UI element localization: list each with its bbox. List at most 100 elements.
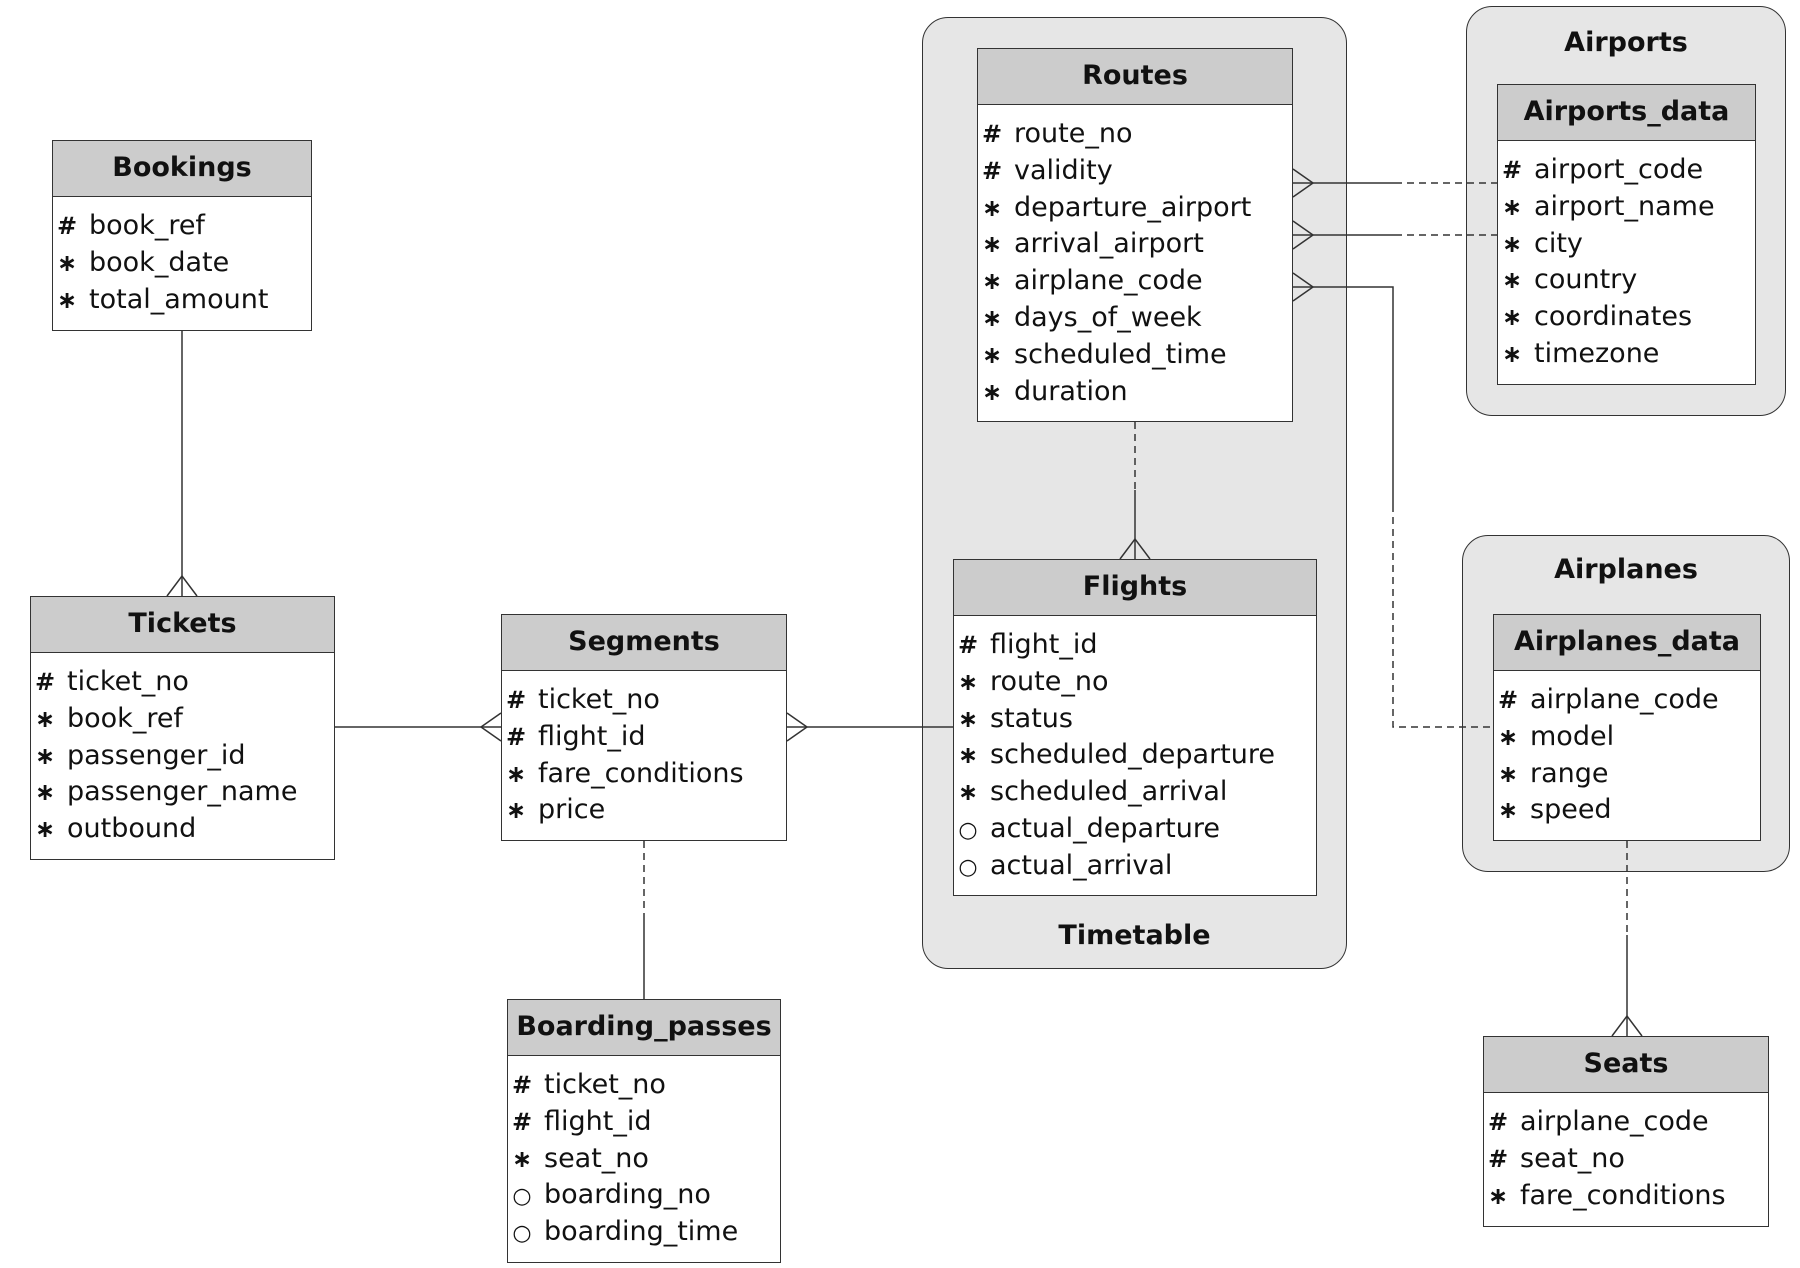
attribute-name: route_no xyxy=(1014,118,1133,149)
attribute-row: ∗ price xyxy=(502,792,786,829)
attribute-name: seat_no xyxy=(1520,1142,1625,1174)
attribute-row: ∗airplane_code xyxy=(978,263,1292,300)
rel-routes-departure-airport xyxy=(1292,168,1497,198)
attribute-name: total_amount xyxy=(89,283,269,315)
entity-airports-data-attributes: #airport_code∗airport_name∗city∗country∗… xyxy=(1498,141,1755,373)
attribute-name: timezone xyxy=(1534,337,1660,369)
mandatory-attribute-icon: ∗ xyxy=(1501,303,1523,332)
mandatory-attribute-icon: ∗ xyxy=(1501,229,1523,258)
attribute-name: model xyxy=(1530,720,1615,752)
attribute-name: book_ref xyxy=(67,702,183,734)
rel-routes-arrival-airport xyxy=(1292,220,1497,250)
attribute-row: #airplane_code xyxy=(1494,682,1760,719)
entity-bookings-title: Bookings xyxy=(53,141,311,197)
attribute-row: ∗book_ref xyxy=(31,701,334,738)
attribute-name: passenger_name xyxy=(67,776,298,808)
attribute-row: ∗ arrival_airport xyxy=(978,226,1292,263)
primary-key-icon: # xyxy=(1501,156,1523,184)
attribute-name: ticket_no xyxy=(544,1069,666,1100)
optional-attribute-icon: ○ xyxy=(512,1184,532,1210)
attribute-name: actual_arrival xyxy=(990,849,1173,881)
entity-segments: Segments #ticket_no#flight_id∗fare_condi… xyxy=(501,614,787,841)
primary-key-icon: # xyxy=(56,212,78,240)
attribute-name: boarding_no xyxy=(544,1179,711,1211)
attribute-name: departure_airport xyxy=(1014,191,1252,223)
mandatory-attribute-icon: ∗ xyxy=(1497,759,1519,788)
attribute-name: ticket_no xyxy=(538,684,660,715)
attribute-row: # seat_no xyxy=(1484,1141,1768,1178)
attribute-name: arrival_airport xyxy=(1014,228,1204,260)
primary-key-icon: # xyxy=(34,668,56,696)
attribute-row: #flight_id xyxy=(954,627,1316,664)
attribute-row: ∗route_no xyxy=(954,664,1316,701)
attribute-row: ∗passenger_id xyxy=(31,738,334,775)
entity-airplanes-data-attributes: #airplane_code∗model∗range∗speed xyxy=(1494,671,1760,829)
entity-tickets-attributes: #ticket_no∗book_ref∗passenger_id∗passeng… xyxy=(31,653,334,848)
attribute-row: ∗country xyxy=(1498,262,1755,299)
mandatory-attribute-icon: ∗ xyxy=(1497,796,1519,825)
attribute-row: ∗ total_amount xyxy=(53,282,311,319)
mandatory-attribute-icon: ∗ xyxy=(34,815,56,844)
primary-key-icon: # xyxy=(981,156,1003,185)
entity-tickets: Tickets #ticket_no∗book_ref∗passenger_id… xyxy=(30,596,335,860)
mandatory-attribute-icon: ∗ xyxy=(505,796,527,825)
attribute-row: ∗scheduled_time xyxy=(978,337,1292,374)
attribute-row: # airplane_code xyxy=(1484,1104,1768,1141)
attribute-row: ∗ outbound xyxy=(31,811,334,848)
attribute-name: country xyxy=(1534,264,1638,296)
attribute-name: fare_conditions xyxy=(1520,1179,1726,1211)
entity-routes-attributes: #route_no#validity∗departure_airport∗arr… xyxy=(978,105,1292,410)
entity-airplanes-data-title: Airplanes_data xyxy=(1494,615,1760,671)
attribute-row: #route_no xyxy=(978,116,1292,153)
attribute-row: ∗fare_conditions xyxy=(502,756,786,793)
attribute-name: passenger_id xyxy=(67,739,246,771)
attribute-name: scheduled_departure xyxy=(990,739,1275,771)
attribute-name: airplane_code xyxy=(1530,684,1719,715)
attribute-name: ticket_no xyxy=(67,666,189,697)
mandatory-attribute-icon: ∗ xyxy=(1487,1181,1509,1210)
attribute-name: scheduled_arrival xyxy=(990,776,1228,808)
entity-seats-attributes: # airplane_code # seat_no ∗ fare_conditions xyxy=(1484,1093,1768,1214)
attribute-name: city xyxy=(1534,227,1583,259)
entity-boarding-passes-title: Boarding_passes xyxy=(508,1000,780,1056)
attribute-name: flight_id xyxy=(990,629,1098,660)
primary-key-icon: # xyxy=(1487,1144,1509,1173)
attribute-row: ∗status xyxy=(954,701,1316,738)
attribute-name: airplane_code xyxy=(1520,1106,1709,1137)
mandatory-attribute-icon: ∗ xyxy=(981,303,1003,332)
entity-airplanes-data: Airplanes_data #airplane_code∗model∗rang… xyxy=(1493,614,1761,841)
rel-segments-flights xyxy=(786,712,953,742)
mandatory-attribute-icon: ∗ xyxy=(957,704,979,733)
attribute-name: airport_name xyxy=(1534,190,1715,222)
attribute-row: ∗ scheduled_departure xyxy=(954,737,1316,774)
attribute-row: ∗seat_no xyxy=(508,1141,780,1178)
entity-airports-data: Airports_data #airport_code∗airport_name… xyxy=(1497,84,1756,385)
entity-flights-attributes: #flight_id∗route_no∗status∗scheduled_dep… xyxy=(954,616,1316,885)
attribute-row: ○actual_departure xyxy=(954,811,1316,848)
rel-airplanes-seats xyxy=(1611,841,1643,1037)
mandatory-attribute-icon: ∗ xyxy=(505,759,527,788)
mandatory-attribute-icon: ∗ xyxy=(957,741,979,770)
primary-key-icon: # xyxy=(1487,1108,1509,1136)
entity-routes: Routes #route_no#validity∗departure_airp… xyxy=(977,48,1293,422)
attribute-row: ○ boarding_no xyxy=(508,1177,780,1214)
mandatory-attribute-icon: ∗ xyxy=(56,285,78,314)
mandatory-attribute-icon: ∗ xyxy=(957,778,979,807)
mandatory-attribute-icon: ∗ xyxy=(511,1144,533,1173)
primary-key-icon: # xyxy=(511,1107,533,1136)
attribute-row: #flight_id xyxy=(502,719,786,756)
attribute-name: flight_id xyxy=(544,1105,652,1137)
attribute-name: book_ref xyxy=(89,210,205,241)
rel-bookings-tickets xyxy=(166,331,198,597)
mandatory-attribute-icon: ∗ xyxy=(981,230,1003,259)
primary-key-icon: # xyxy=(505,722,527,751)
attribute-row: ∗ scheduled_arrival xyxy=(954,774,1316,811)
attribute-name: price xyxy=(538,794,606,826)
attribute-row: ○ actual_arrival xyxy=(954,848,1316,885)
rel-routes-flights xyxy=(1119,422,1151,560)
optional-attribute-icon: ○ xyxy=(958,854,978,880)
attribute-name: outbound xyxy=(67,813,197,845)
entity-flights-title: Flights xyxy=(954,560,1316,616)
mandatory-attribute-icon: ∗ xyxy=(1501,192,1523,221)
